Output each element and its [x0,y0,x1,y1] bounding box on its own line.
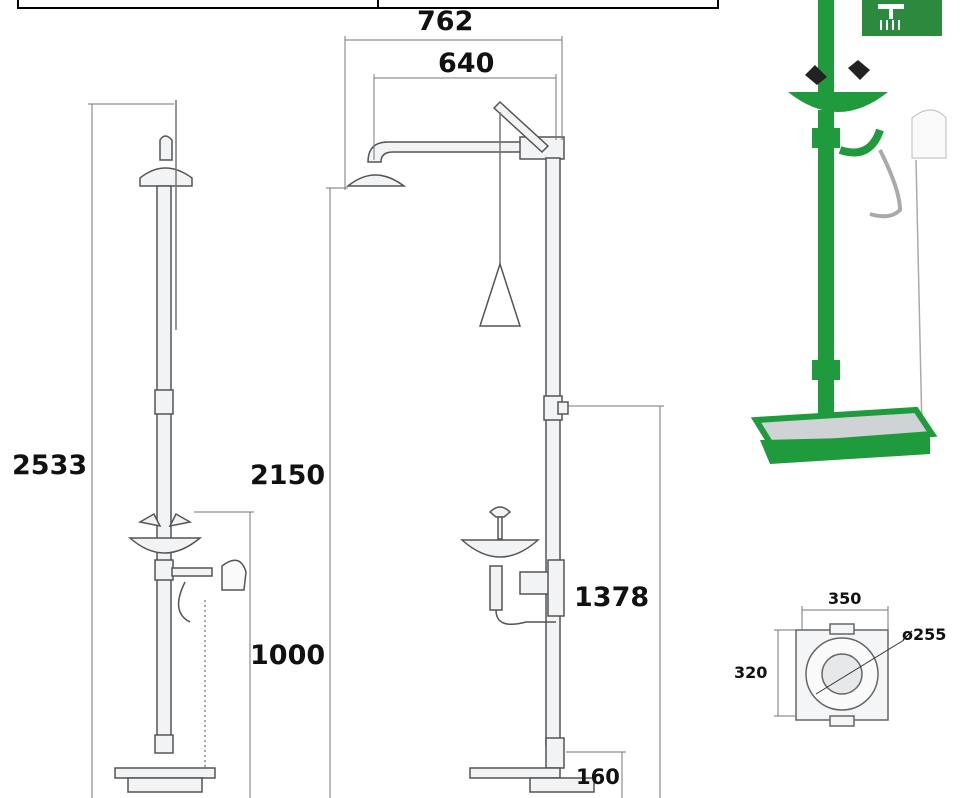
base-detail [795,623,905,727]
side-view [345,100,595,793]
dimension-lines [88,36,664,798]
front-view [114,100,247,793]
bowl-diameter-label: ø255 [902,625,946,644]
eyewash-height-label: 1000 [250,640,325,671]
shower-head-height-label: 2150 [250,460,325,491]
foot-pedal-height-label: 160 [576,765,620,789]
arm-length-label: 640 [438,48,494,79]
emergency-shower-sign-icon [878,4,904,30]
product-photo [750,0,947,464]
total-height-label: 2533 [12,450,87,481]
base-dimension-lines [774,606,889,717]
base-depth-label: 320 [734,663,767,682]
base-width-label: 350 [828,589,861,608]
top-table-fragment [17,0,719,9]
shower-reach-label: 762 [417,6,473,37]
valve-height-label: 1378 [574,582,649,613]
